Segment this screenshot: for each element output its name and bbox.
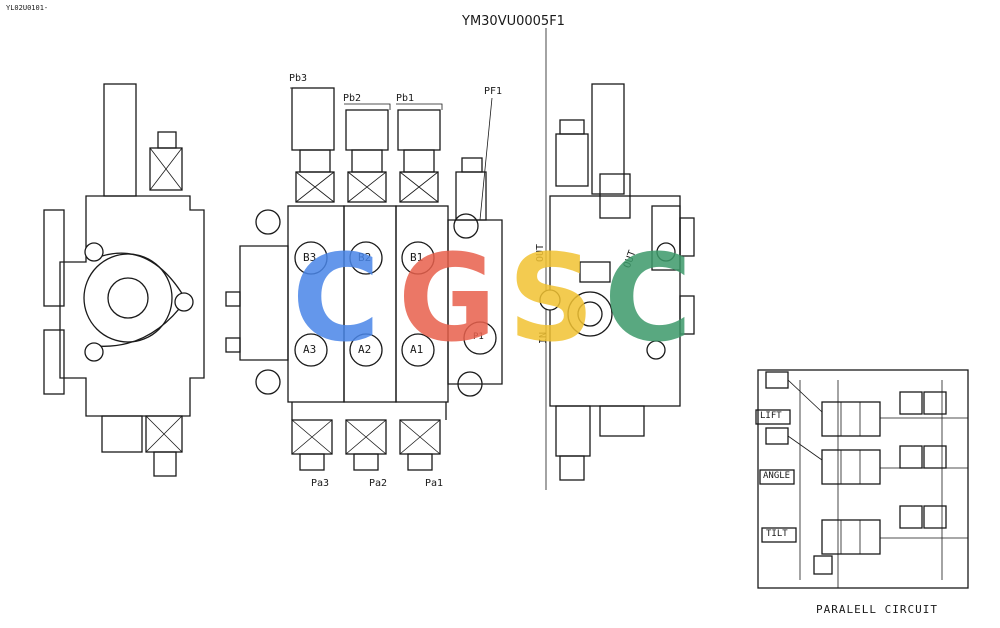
label-a3: A3 xyxy=(303,343,317,356)
label-pa2: Pa2 xyxy=(369,478,388,489)
drawing-number: YM30VU0005F1 xyxy=(462,14,565,29)
sheet-code: YL02U0101- xyxy=(6,4,49,12)
label-a2: A2 xyxy=(358,343,372,356)
label-a1: A1 xyxy=(410,343,424,356)
watermark-letter-4: C xyxy=(604,230,693,369)
label-pa1: Pa1 xyxy=(425,478,444,489)
circuit-caption: PARALELL CIRCUIT xyxy=(816,603,938,616)
label-lift: LIFT xyxy=(760,411,782,421)
label-b1: B1 xyxy=(410,251,424,264)
watermark-letter-1: C xyxy=(292,230,381,369)
label-b3: B3 xyxy=(303,251,317,264)
label-pb1: Pb1 xyxy=(396,93,415,104)
hydraulic-schematic xyxy=(755,369,969,589)
label-pf1: PF1 xyxy=(484,86,503,97)
side-view-right xyxy=(539,83,695,481)
watermark-letter-2: G xyxy=(398,230,497,369)
front-view xyxy=(225,87,503,471)
label-p1: P1 xyxy=(473,332,484,342)
label-angle: ANGLE xyxy=(763,471,791,481)
label-pb3: Pb3 xyxy=(289,73,308,84)
end-view-left xyxy=(43,83,205,477)
label-pa3: Pa3 xyxy=(311,478,330,489)
watermark-letter-3: S xyxy=(508,230,595,369)
label-pb2: Pb2 xyxy=(343,93,362,104)
label-tilt: TILT xyxy=(766,529,788,539)
label-b2: B2 xyxy=(358,251,372,264)
